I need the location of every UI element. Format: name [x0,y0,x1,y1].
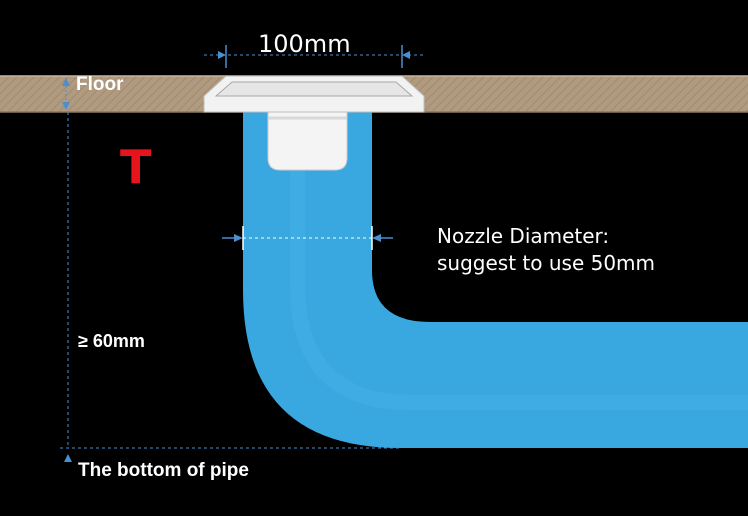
min-depth-label: ≥ 60mm [78,331,145,351]
pipe-bottom-label: The bottom of pipe [78,460,249,481]
bottom-arrow-up [64,454,72,462]
width-arrow-right [402,51,410,59]
nozzle-arrow-right [372,234,381,242]
drain-pipe [243,112,748,448]
drain-plate-rim [214,81,414,97]
nozzle-arrow-left [234,234,243,242]
drain-width-label: 100mm [258,30,351,58]
nozzle-diameter-label: Nozzle Diameter: [437,224,610,248]
nozzle-suggestion-label: suggest to use 50mm [437,251,656,275]
t-symbol: T [120,140,152,194]
drain-body [267,111,348,171]
pipe-highlight [290,112,748,410]
floor-label: Floor [76,74,124,95]
floor-arrow-down [62,102,70,110]
width-arrow-left [218,51,226,59]
floor-arrow-up [62,78,70,86]
